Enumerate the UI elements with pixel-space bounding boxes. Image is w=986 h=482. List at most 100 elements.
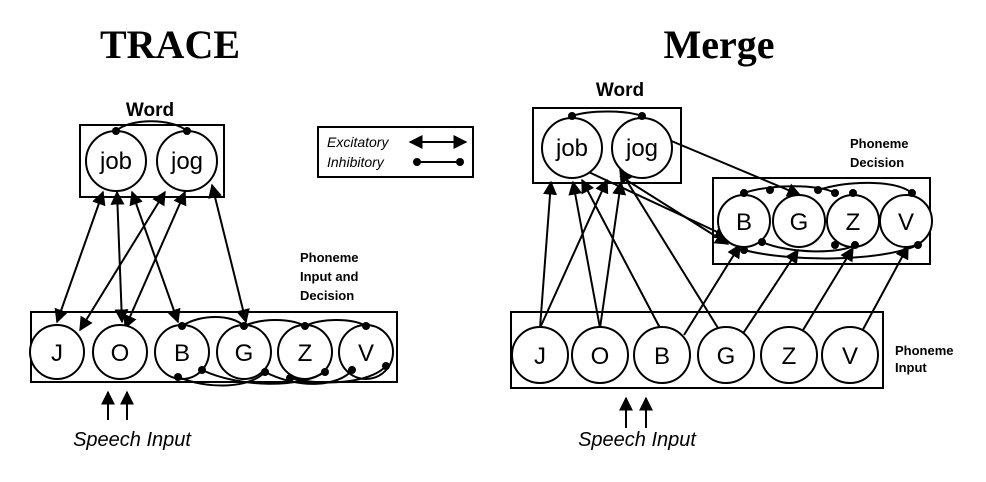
merge-input-Z-label: Z (782, 343, 797, 370)
trace-inhibit-dot (382, 362, 390, 370)
trace-model: TRACE Word job jog Phoneme Input and Dec… (29, 22, 398, 451)
merge-decision-inhibit-dot (914, 241, 922, 249)
merge-input-node-Z (760, 326, 818, 384)
trace-phoneme-label-line1: Phoneme (300, 250, 359, 265)
trace-excitatory-links (54, 183, 250, 332)
legend-inhibitory-label: Inhibitory (327, 154, 385, 170)
trace-phoneme-J-label: J (51, 340, 63, 367)
merge-link-B-job (581, 178, 661, 329)
merge-decision-inhibit-dot (831, 241, 839, 249)
trace-phoneme-node-O (92, 324, 148, 380)
merge-link-O-jog (599, 180, 627, 329)
merge-input-label-line2: Input (895, 360, 927, 375)
merge-word-jog-label: jog (625, 135, 658, 162)
trace-inhibit-dot (174, 373, 182, 381)
merge-decision-inhibit-dot (740, 189, 748, 197)
merge-decision-inhibit-dot (851, 241, 859, 249)
merge-input-word-links (539, 168, 719, 329)
merge-link-Z-decisionZ (799, 246, 854, 336)
merge-decision-inhibit-dot (766, 186, 774, 194)
merge-decision-node-V (879, 194, 933, 248)
merge-decision-inhibitory (740, 181, 922, 260)
merge-decision-inhibit-dot (814, 186, 822, 194)
merge-link-jog-decisionB (619, 175, 730, 245)
merge-input-node-O (571, 326, 629, 384)
trace-phoneme-G-label: G (235, 340, 254, 367)
merge-title: Merge (663, 22, 774, 67)
merge-word-inhibit-dot (568, 112, 576, 120)
merge-link-job-decisionB (579, 167, 730, 239)
merge-link-jog-decisionG (649, 131, 802, 197)
merge-decision-node-G (772, 194, 826, 248)
merge-word-inhibitory-arc (571, 110, 643, 117)
trace-link-job-O (110, 190, 129, 324)
merge-link-O-job (568, 180, 601, 329)
merge-input-node-G (697, 326, 755, 384)
trace-phoneme-inhibitory-bottom (174, 362, 390, 387)
trace-inhibit-dot (261, 368, 269, 376)
merge-speech-input-label: Speech Input (578, 429, 697, 451)
merge-input-box (510, 311, 884, 389)
merge-word-decision-links (579, 131, 802, 245)
trace-inhibit-dot (240, 322, 248, 330)
merge-model: Merge Word Phoneme Decision Phoneme Inpu… (510, 22, 954, 451)
merge-decision-G-label: G (790, 209, 809, 236)
merge-decision-inhibit-dot (758, 238, 766, 246)
merge-decision-label-line2: Decision (850, 155, 904, 170)
trace-word-inhibit-dot (183, 127, 191, 135)
trace-speech-input-label: Speech Input (73, 429, 192, 451)
trace-inhibit-arc (177, 371, 266, 387)
merge-word-label: Word (596, 80, 644, 101)
trace-word-inhibitory-arc (115, 120, 188, 132)
merge-decision-inhibit-dot (849, 189, 857, 197)
merge-word-job-label: job (555, 135, 588, 162)
merge-input-G-label: G (717, 343, 736, 370)
trace-link-jog-G (208, 183, 250, 324)
trace-inhibit-dot (362, 322, 370, 330)
merge-link-G-decisionG (741, 248, 799, 336)
merge-input-decision-links (683, 243, 909, 336)
trace-inhibit-dot (348, 366, 356, 374)
trace-link-jog-O (123, 190, 187, 330)
trace-inhibit-dot (321, 368, 329, 376)
merge-decision-inhibit-arc (761, 241, 856, 253)
merge-link-J-job (539, 180, 558, 329)
legend-excitatory-label: Excitatory (327, 134, 389, 150)
trace-word-label: Word (126, 100, 174, 121)
trace-phoneme-inhibitory-top (178, 316, 370, 330)
trace-inhibit-arc (201, 369, 326, 385)
legend: Excitatory Inhibitory (317, 126, 474, 178)
trace-phoneme-V-label: V (358, 340, 374, 367)
trace-inhibit-dot (178, 322, 186, 330)
merge-link-G-jog (619, 168, 719, 329)
legend-inhibitory-dot (413, 158, 421, 166)
trace-inhibit-arc (304, 319, 367, 327)
merge-decision-Z-label: Z (846, 209, 861, 236)
merge-input-label-line1: Phoneme (895, 343, 954, 358)
trace-phoneme-B-label: B (174, 340, 190, 367)
trace-phoneme-label-line2: Input and (300, 269, 359, 284)
merge-decision-inhibit-arc (743, 185, 836, 194)
trace-inhibit-dot (286, 374, 294, 382)
merge-input-node-V (821, 326, 879, 384)
merge-decision-inhibit-dot (908, 189, 916, 197)
merge-decision-inhibit-arc (743, 244, 919, 260)
trace-inhibit-arc (181, 316, 245, 327)
trace-inhibit-dot (198, 366, 206, 374)
trace-inhibit-arc (243, 319, 306, 327)
trace-inhibit-arc (289, 365, 387, 384)
trace-word-inhibit-dot (112, 127, 120, 135)
merge-link-B-decisionB (683, 243, 741, 336)
trace-word-job-label: job (99, 148, 132, 175)
merge-input-B-label: B (654, 343, 670, 370)
legend-inhibitory-dot (456, 158, 464, 166)
trace-title: TRACE (100, 22, 240, 67)
merge-decision-B-label: B (736, 209, 752, 236)
merge-decision-V-label: V (898, 209, 914, 236)
legend-box (317, 126, 474, 178)
merge-word-inhibit-dot (638, 112, 646, 120)
trace-word-jog-label: jog (170, 148, 203, 175)
merge-decision-label-line1: Phoneme (850, 136, 909, 151)
merge-input-node-B (633, 326, 691, 384)
